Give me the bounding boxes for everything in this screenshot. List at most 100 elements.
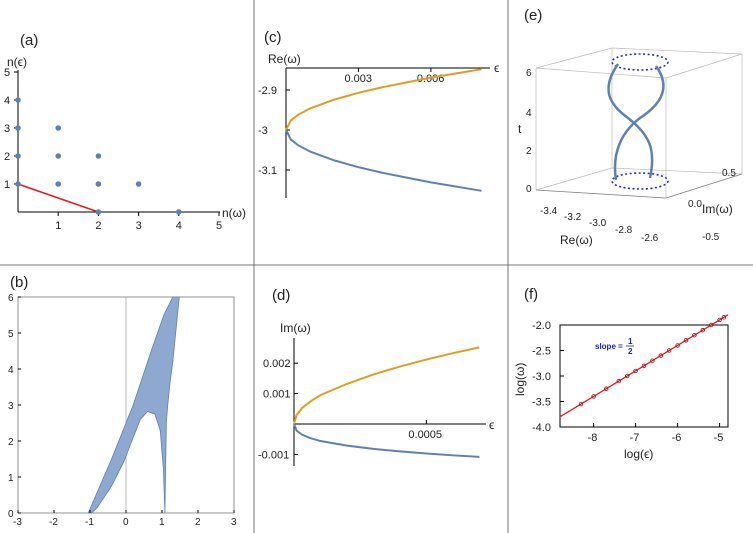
- e-ylabel: Im(ω): [702, 202, 733, 216]
- a-xtick-label: 1: [55, 220, 61, 232]
- f-ytick-label: -3.0: [532, 371, 551, 383]
- f-point: [658, 353, 663, 358]
- f-point: [641, 363, 647, 368]
- e-zlabel: t: [518, 122, 522, 136]
- a-xtick-label: 5: [216, 220, 222, 232]
- c-ylabel: Re(ω): [268, 52, 301, 66]
- e-top-circle: [611, 53, 669, 71]
- b-xtick-label: 3: [231, 517, 237, 528]
- a-point: [55, 125, 61, 131]
- f-point: [633, 368, 638, 374]
- a-point: [15, 181, 21, 187]
- e-helix-2: [613, 65, 665, 181]
- c-xtick-label: 0.003: [344, 73, 372, 85]
- e-xtick-label: -3.0: [589, 218, 607, 229]
- a-xlabel: n(ω): [222, 206, 246, 220]
- d-xlabel: ϵ: [489, 418, 494, 432]
- c-series-blue: [285, 129, 482, 192]
- b-region: [87, 296, 180, 514]
- a-point: [135, 181, 142, 187]
- f-point: [721, 315, 726, 320]
- a-point: [95, 209, 102, 215]
- c-ytick-label: -3: [258, 125, 268, 137]
- f-point: [709, 322, 714, 328]
- e-box: [535, 47, 743, 199]
- b-xtick-label: 0: [123, 517, 129, 528]
- e-helix-1: [607, 63, 654, 179]
- f-fit-line: [559, 314, 729, 418]
- b-ytick-label: 5: [8, 329, 14, 340]
- c-ytick-label: -2.9: [258, 85, 277, 97]
- f-point: [625, 373, 630, 379]
- a-point: [95, 181, 102, 187]
- f-slope-label: slope =: [595, 342, 623, 351]
- e-ztick-label: 0: [526, 184, 532, 195]
- e-ztick-label: 4: [526, 108, 532, 119]
- a-point: [55, 153, 61, 159]
- f-ylabel: log(ω): [513, 363, 527, 396]
- f-slope-num: 1: [628, 337, 633, 346]
- c-xlabel: ϵ: [494, 61, 499, 75]
- f-ytick-label: -3.5: [532, 397, 551, 409]
- f-ticks: -8-7-6-5-2.0-2.5-3.0-3.5-4.0: [532, 320, 723, 444]
- b-ytick-label: 1: [8, 473, 14, 484]
- a-ytick-label: 3: [4, 123, 10, 135]
- a-point: [15, 153, 21, 159]
- f-slope-den: 2: [628, 347, 633, 356]
- f-point: [675, 343, 680, 348]
- b-xtick-label: -3: [13, 517, 22, 528]
- a-ytick-label: 4: [4, 95, 10, 107]
- e-ytick-label: 0.5: [722, 168, 736, 179]
- b-ytick-label: 2: [8, 437, 14, 448]
- e-xtick-label: -3.4: [540, 206, 558, 217]
- f-ytick-label: -2.5: [532, 346, 551, 358]
- a-point: [15, 97, 21, 103]
- f-xtick-label: -5: [714, 432, 724, 444]
- panel-label-a: (a): [20, 32, 38, 49]
- b-xtick-label: -2: [49, 517, 58, 528]
- f-point: [578, 401, 584, 407]
- e-xtick-label: -3.2: [564, 212, 582, 223]
- e-ytick-label: -0.5: [702, 232, 720, 243]
- b-ytick-label: 4: [8, 365, 14, 376]
- panel-label-f: (f): [524, 286, 538, 303]
- d-xtick-label: 0.0005: [408, 429, 442, 441]
- e-bottom-circle: [611, 172, 669, 190]
- a-point: [15, 125, 21, 131]
- f-point: [717, 317, 722, 323]
- a-point: [55, 181, 61, 187]
- e-xtick-label: -2.6: [641, 233, 659, 244]
- f-point: [616, 378, 621, 384]
- f-point: [692, 333, 697, 338]
- d-series-orange: [293, 346, 480, 425]
- panel-f: (f) -8-7-6-5-2.0-2.5-3.0-3.5-4.0 log(ϵ) …: [513, 286, 729, 461]
- f-ytick-label: -2.0: [532, 320, 551, 332]
- panel-label-b: (b): [10, 274, 28, 291]
- b-ytick-label: 6: [8, 293, 14, 304]
- panel-label-e: (e): [524, 7, 542, 24]
- b-ytick-label: 0: [8, 509, 14, 520]
- e-xtick-label: -2.8: [615, 225, 633, 236]
- e-xlabel: Re(ω): [560, 233, 593, 247]
- c-series-orange: [285, 68, 482, 131]
- e-xticks: -3.4 -3.2 -3.0 -2.8 -2.6: [540, 206, 659, 244]
- a-ytick-label: 2: [4, 151, 10, 163]
- a-points: [15, 97, 182, 215]
- e-ztick-label: 6: [526, 68, 532, 79]
- a-xtick-label: 3: [136, 220, 142, 232]
- a-point: [95, 153, 102, 159]
- f-ytick-label: -4.0: [532, 422, 551, 434]
- a-ytick-label: 5: [4, 67, 10, 79]
- a-point: [176, 209, 182, 215]
- f-point: [683, 338, 689, 343]
- d-ytick-label: 0.002: [263, 358, 291, 370]
